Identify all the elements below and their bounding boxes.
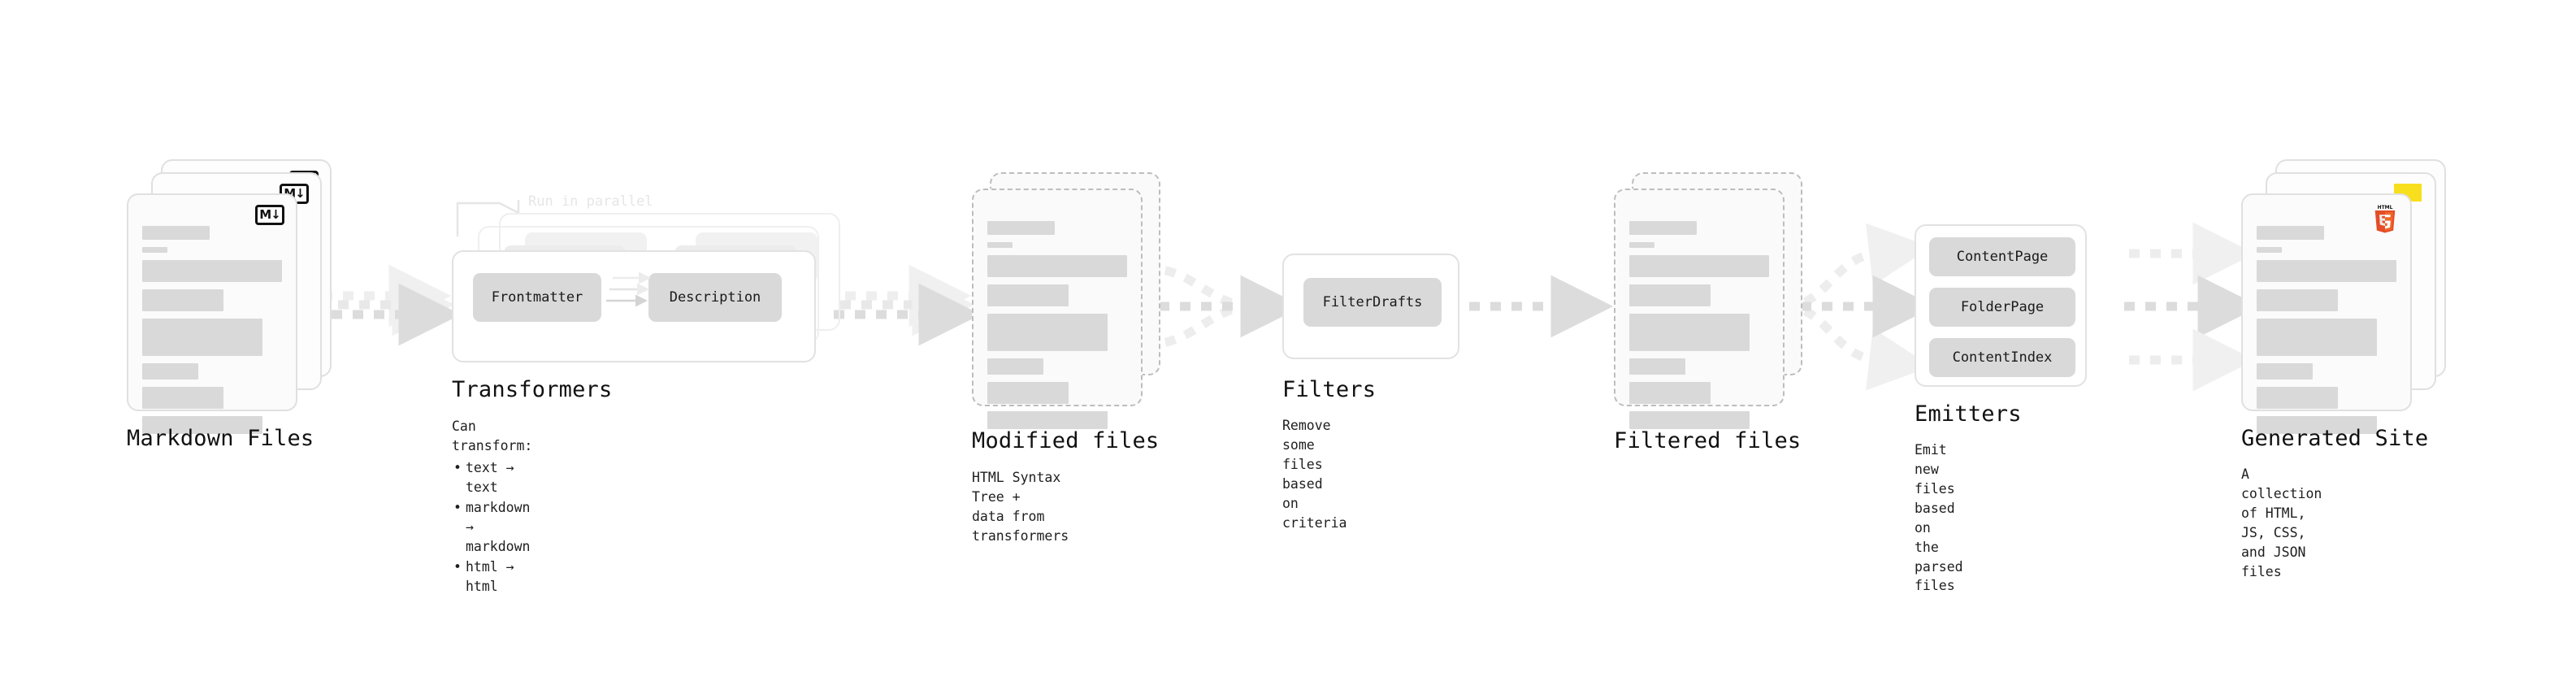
markdown-file-card-front: M↓	[127, 193, 297, 434]
transformer-chip-frontmatter[interactable]: Frontmatter	[473, 273, 601, 322]
markdown-skeleton	[142, 226, 282, 441]
html5-badge: HTML	[2371, 203, 2399, 236]
transformers-title: Transformers	[452, 377, 613, 402]
filters-title: Filters	[1282, 377, 1377, 402]
emitters-title: Emitters	[1915, 401, 2022, 427]
emitter-chip-folderpage[interactable]: FolderPage	[1929, 288, 2075, 327]
filters-panel: FilterDrafts	[1282, 254, 1459, 359]
transformers-bullet-markdown: markdown → markdown	[453, 498, 532, 557]
transformer-chip-description[interactable]: Description	[648, 273, 782, 322]
transformers-bullet-html: html → html	[453, 557, 532, 597]
filter-chip-filterdrafts[interactable]: FilterDrafts	[1303, 278, 1442, 327]
run-in-parallel-note: Run in parallel	[528, 193, 653, 210]
filters-subtitle: Remove some files based on criteria	[1282, 418, 1347, 531]
filtered-file-card-front	[1614, 189, 1785, 429]
emitters-panel: ContentPage FolderPage ContentIndex	[1915, 224, 2087, 387]
filtered-skeleton	[1629, 221, 1769, 436]
generated-site-title: Generated Site	[2241, 426, 2429, 451]
site-file-card-html: HTML	[2241, 193, 2412, 434]
transformers-bullet-text: text → text	[453, 458, 532, 498]
emitter-chip-contentindex[interactable]: ContentIndex	[1929, 338, 2075, 377]
svg-text:HTML: HTML	[2378, 205, 2393, 210]
modified-skeleton	[987, 221, 1127, 436]
modified-files-title: Modified files	[972, 428, 1160, 453]
transformer-inner-arrows	[606, 271, 651, 307]
filtered-files-title: Filtered files	[1614, 428, 1802, 453]
modified-files-subtitle: HTML Syntax Tree + data from transformer…	[972, 470, 1069, 544]
generated-site-subtitle: A collection of HTML, JS, CSS, and JSON …	[2241, 466, 2322, 579]
modified-file-card-front	[972, 189, 1143, 429]
markdown-badge: M↓	[255, 205, 284, 225]
transformers-caption-lead: Can transform:	[452, 419, 533, 454]
transformers-caption: Can transform: text → text markdown → ma…	[452, 417, 532, 597]
transformer-panel-front: Frontmatter Description	[452, 250, 816, 362]
emitters-subtitle: Emit new files based on the parsed files	[1915, 442, 1963, 594]
markdown-files-title: Markdown Files	[127, 426, 314, 451]
emitter-chip-contentpage[interactable]: ContentPage	[1929, 237, 2075, 276]
site-skeleton	[2257, 226, 2396, 441]
connector-transformers-to-modified	[834, 264, 982, 346]
connector-emitters-to-site	[2124, 222, 2261, 392]
